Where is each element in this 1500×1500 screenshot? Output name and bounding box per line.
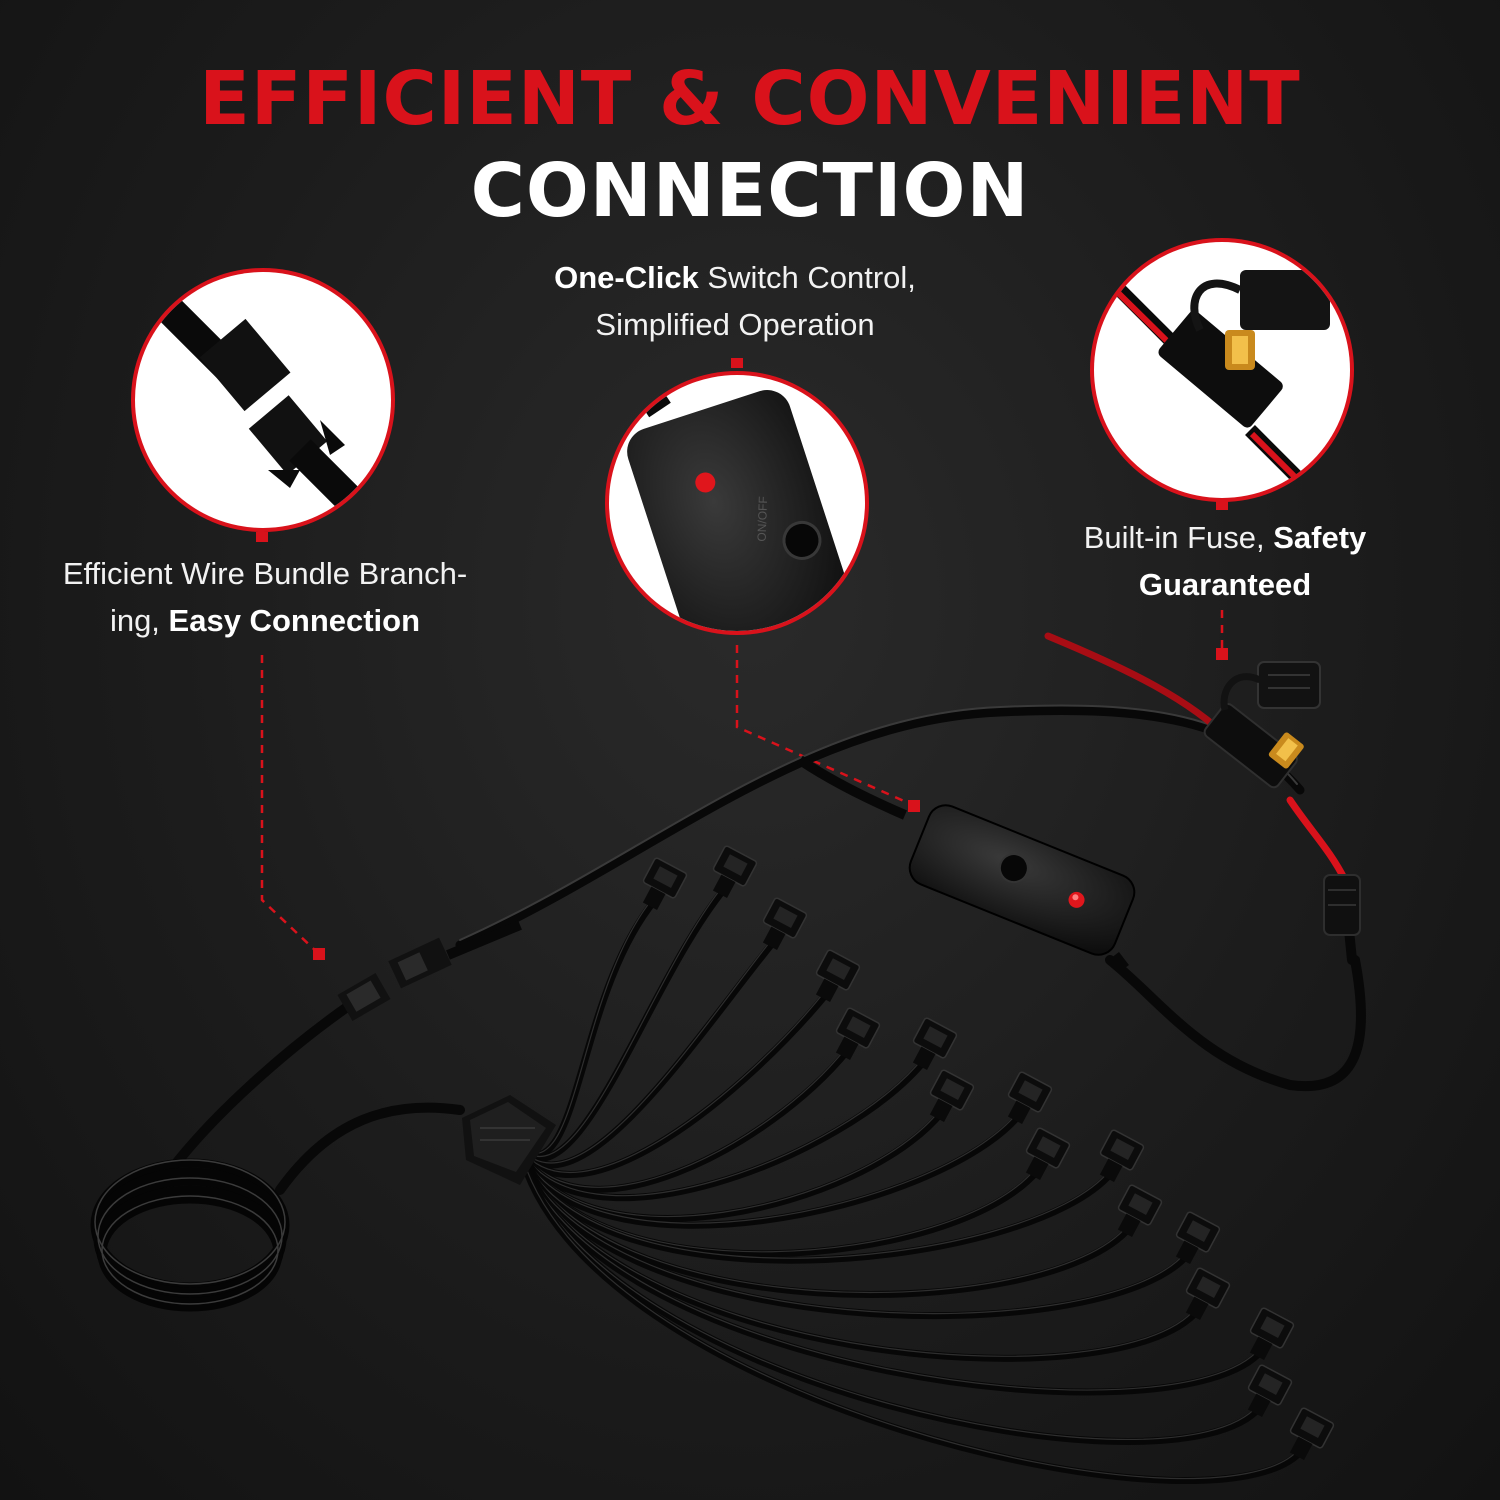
branch-connector: [835, 1007, 881, 1061]
branch-connector: [912, 1017, 958, 1071]
leader-dot: [1216, 500, 1228, 510]
branch-connector: [1247, 1364, 1293, 1418]
branch-wire-highlight: [519, 1147, 1259, 1440]
leader-dot: [256, 532, 268, 542]
leader-dot: [1216, 648, 1228, 660]
branch-connector: [1249, 1307, 1295, 1361]
branch-connector: [1025, 1127, 1071, 1181]
callout-text: ing,: [109, 603, 169, 638]
branch-connector: [642, 857, 688, 911]
leader-end-dots: [256, 358, 1228, 960]
branch-connector: [762, 897, 808, 951]
branch-connector: [1099, 1129, 1145, 1183]
branch-wire: [516, 1111, 1023, 1229]
branch-wire-highlight: [519, 897, 654, 1154]
fuse-holder: [1203, 702, 1304, 789]
splitter-hub: [462, 1095, 556, 1185]
branch-wires: [516, 845, 1335, 1485]
branch-connector: [1175, 1211, 1221, 1265]
branch-wire-highlight: [519, 937, 774, 1164]
branch-wire-highlight: [519, 989, 827, 1173]
branch-wire-highlight: [519, 1147, 1129, 1294]
branch-wire: [516, 1057, 928, 1202]
branch-wire-highlight: [519, 1147, 1197, 1357]
branch-connector: [1185, 1267, 1231, 1321]
detail-circle-fuse: [1090, 238, 1354, 502]
title-line-1: EFFICIENT & CONVENIENT: [199, 56, 1301, 142]
switch-label: ON/OFF: [755, 496, 771, 542]
connector-pair: [337, 920, 522, 1021]
branch-wire-highlight: [519, 1057, 924, 1197]
output-connector: [1323, 874, 1361, 936]
callout-fuse: Built-in Fuse, Safety Guaranteed: [1040, 514, 1410, 608]
branch-wire: [517, 937, 778, 1169]
harness-cables: [145, 704, 1367, 1205]
leader-lines: [260, 610, 1224, 954]
callout-text: Switch Control,: [698, 260, 916, 295]
branch-connector: [1117, 1184, 1163, 1238]
branch-connector: [1289, 1407, 1335, 1461]
detail-circle-switch: ON/OFF: [605, 371, 869, 635]
switch-box: [908, 804, 1136, 956]
branch-wire: [516, 1148, 1115, 1264]
branch-wire-highlight: [519, 885, 724, 1157]
branch-wire-highlight: [519, 1047, 847, 1188]
branch-wire: [516, 1148, 1191, 1320]
branch-wire: [516, 1149, 1305, 1485]
callout-text: Efficient Wire Bundle Branch-: [62, 556, 468, 591]
callout-bold-text: One-Click: [554, 260, 699, 295]
branch-wire: [517, 885, 728, 1162]
callout-bold-text: Easy Connection: [168, 603, 421, 638]
callout-wire-bundle: Efficient Wire Bundle Branch- ing, Easy …: [30, 550, 500, 644]
leader-line-middle: [735, 645, 914, 807]
branch-connector: [1007, 1071, 1053, 1125]
leader-line-left: [260, 655, 319, 954]
callout-text: Built-in Fuse,: [1083, 520, 1274, 555]
leader-dot: [908, 800, 920, 812]
branch-connector: [929, 1069, 975, 1123]
branch-wire-highlight: [519, 1147, 1187, 1315]
branch-wire-highlight: [519, 1111, 1019, 1224]
branch-wire: [516, 1149, 1265, 1396]
branch-wire-highlight: [519, 1147, 1111, 1259]
main-cable-highlight: [459, 704, 1298, 941]
callout-switch-control: One-Click Switch Control, Simplified Ope…: [500, 254, 970, 348]
title-line-2: CONNECTION: [470, 148, 1030, 234]
leader-dot: [313, 948, 325, 960]
branch-wire: [517, 989, 831, 1178]
branch-connector: [815, 949, 861, 1003]
main-cable: [455, 705, 1305, 950]
lower-loop-cable: [1105, 955, 1367, 1092]
splitter-cable: [275, 1102, 465, 1195]
fuse-cap: [1220, 661, 1321, 711]
callout-text: Simplified Operation: [595, 307, 875, 342]
branch-connector: [712, 845, 758, 899]
power-button-icon: [998, 853, 1029, 884]
branch-wire-highlight: [519, 1147, 1301, 1480]
callout-bold-text: Guaranteed: [1138, 567, 1312, 602]
callout-bold-text: Safety: [1273, 520, 1367, 555]
switch-cable-ends: [797, 755, 1129, 972]
branch-wire-highlight: [519, 1147, 1261, 1391]
leader-dot: [731, 358, 743, 368]
detail-circle-connector: [131, 268, 395, 532]
branch-wire: [518, 897, 658, 1159]
